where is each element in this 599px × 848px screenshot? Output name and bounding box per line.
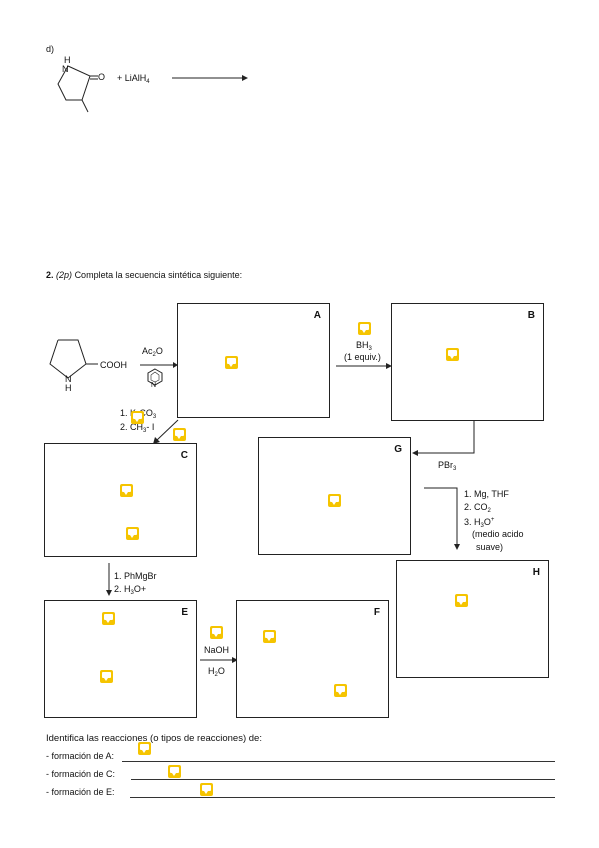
comment-note-icon[interactable] [126,527,139,540]
answer-box-f[interactable]: F [236,600,389,718]
reagent-grignard-4: (medio acido [472,529,524,539]
comment-note-icon[interactable] [200,783,213,796]
comment-note-icon[interactable] [446,348,459,361]
identify-item-a: - formación de A: [46,751,115,761]
comment-note-icon[interactable] [120,484,133,497]
pyridine-n: N [151,382,157,389]
arrow-to-h [424,487,460,550]
answer-box-b[interactable]: B [391,303,544,421]
comment-note-icon[interactable] [328,494,341,507]
answer-line-e[interactable] [130,797,555,798]
reagent-grignard-3: 3. H3O+ [464,517,495,529]
comment-note-icon[interactable] [168,765,181,778]
comment-note-icon[interactable] [131,411,144,424]
box-label-e: E [181,607,188,618]
identify-item-c: - formación de C: [46,769,116,779]
part-d-atom-h: H [64,55,71,65]
box-label-a: A [313,310,321,321]
arrow-to-c [153,419,179,444]
arrow-to-f [200,657,238,663]
arrow-to-b [336,363,392,369]
question-2-header: 2. (2p) Completa la secuencia sintética … [46,270,243,280]
answer-line-a[interactable] [122,761,555,762]
comment-note-icon[interactable] [334,684,347,697]
reagent-bh3: BH3 [356,340,372,352]
comment-note-icon[interactable] [455,594,468,607]
reagent-bh3-equiv: (1 equiv.) [344,352,381,362]
part-d-label: d) [46,44,55,54]
reagent-grignard-1: 1. Mg, THF [464,489,509,499]
reagent-grignard-5: suave) [476,542,504,552]
comment-note-icon[interactable] [138,742,151,755]
part-d-atom-n: N [62,64,69,74]
comment-note-icon[interactable] [210,626,223,639]
comment-note-icon[interactable] [102,612,115,625]
comment-note-icon[interactable] [173,428,186,441]
answer-line-c[interactable] [131,779,555,780]
answer-box-e[interactable]: E [44,600,197,718]
comment-note-icon[interactable] [100,670,113,683]
proline-structure [49,339,98,379]
answer-box-a[interactable]: A [177,303,330,418]
part-d-reaction-arrow [172,75,248,81]
part-d-lactam-structure [57,65,98,113]
pyridine-structure [147,368,163,386]
arrow-to-a [140,362,178,368]
answer-box-c[interactable]: C [44,443,197,557]
arrow-to-g [412,420,475,456]
box-label-b: B [527,310,535,321]
box-label-g: G [394,444,402,455]
proline-h: H [65,383,72,393]
identify-intro: Identifica las reacciones (o tipos de re… [46,733,262,744]
comment-note-icon[interactable] [225,356,238,369]
reagent-phmgbr-2: 2. H3O+ [114,584,147,596]
part-d-atom-o: O [98,72,106,82]
part-d-reagent: + LiAlH4 [117,73,150,85]
comment-note-icon[interactable] [358,322,371,335]
reagent-pbr3: PBr3 [438,460,457,472]
proline-n: N [65,374,72,384]
box-label-c: C [180,450,188,461]
answer-box-h[interactable]: H [396,560,549,678]
reagent-naoh: NaOH [204,645,230,655]
box-label-h: H [532,567,540,578]
reagent-phmgbr-1: 1. PhMgBr [114,571,157,581]
reagent-ch3i: 2. CH3- I [120,422,155,434]
proline-cooh: COOH [100,360,127,370]
arrow-to-e [106,563,112,596]
box-label-f: F [373,607,380,618]
comment-note-icon[interactable] [263,630,276,643]
reagent-grignard-2: 2. CO2 [464,502,491,514]
identify-item-e: - formación de E: [46,787,115,797]
reagent-ac2o: Ac2O [142,346,163,358]
reagent-h2o: H2O [208,666,225,678]
